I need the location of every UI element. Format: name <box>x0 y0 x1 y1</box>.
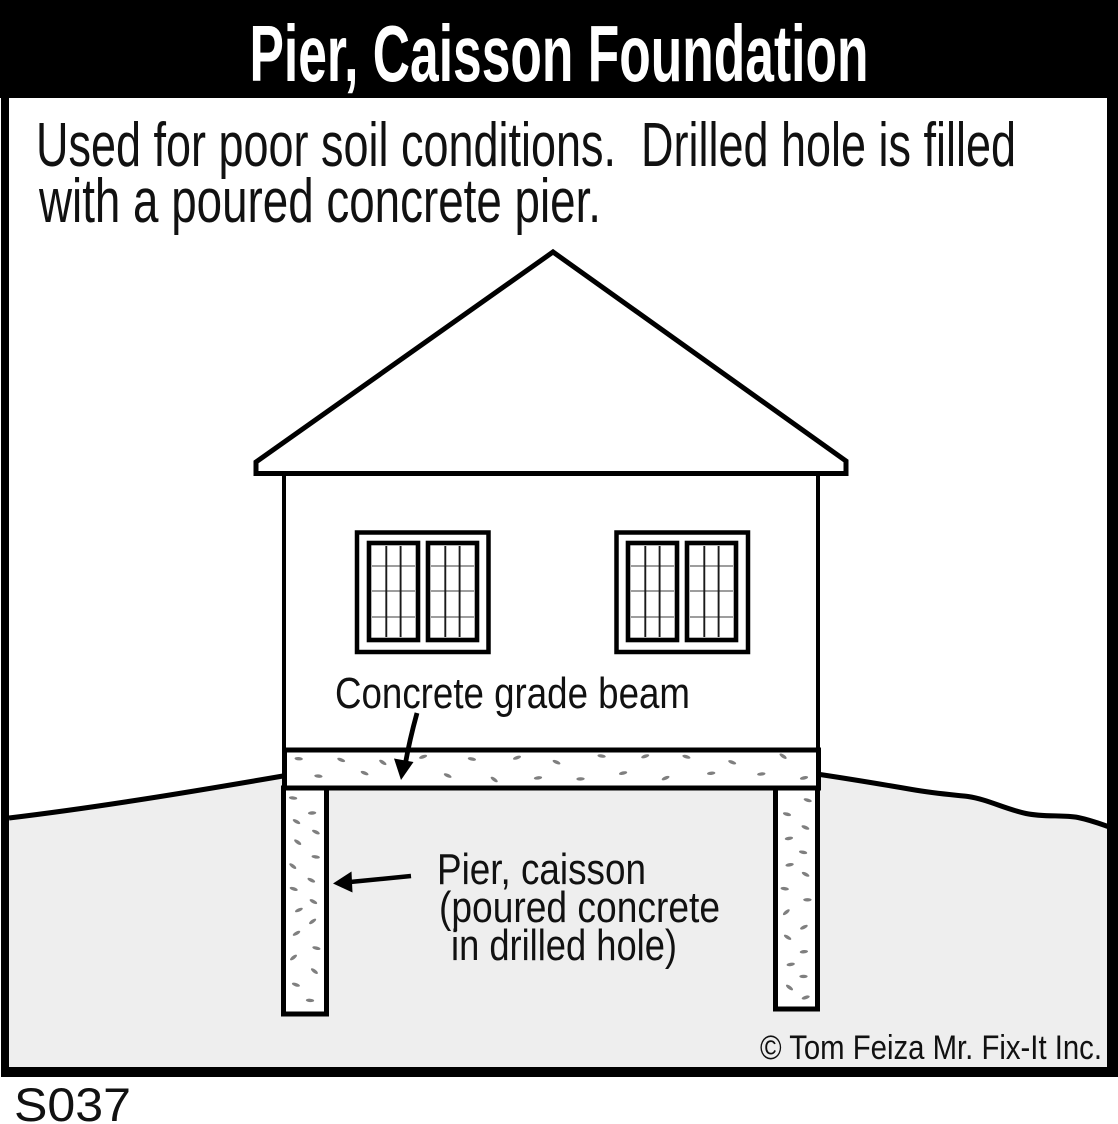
svg-text:© Tom Feiza Mr. Fix-It Inc.: © Tom Feiza Mr. Fix-It Inc. <box>760 1029 1102 1067</box>
svg-text:with a poured concrete pier.: with a poured concrete pier. <box>38 167 601 236</box>
svg-text:in drilled hole): in drilled hole) <box>451 921 677 970</box>
svg-text:Concrete grade beam: Concrete grade beam <box>335 669 690 718</box>
svg-text:Pier, Caisson Foundation: Pier, Caisson Foundation <box>250 9 869 98</box>
svg-text:Used for poor soil conditions.: Used for poor soil conditions. Drilled h… <box>36 111 1016 180</box>
svg-text:S037: S037 <box>14 1078 131 1124</box>
svg-text:Pier, caisson: Pier, caisson <box>437 845 646 894</box>
svg-text:(poured concrete: (poured concrete <box>439 883 720 932</box>
